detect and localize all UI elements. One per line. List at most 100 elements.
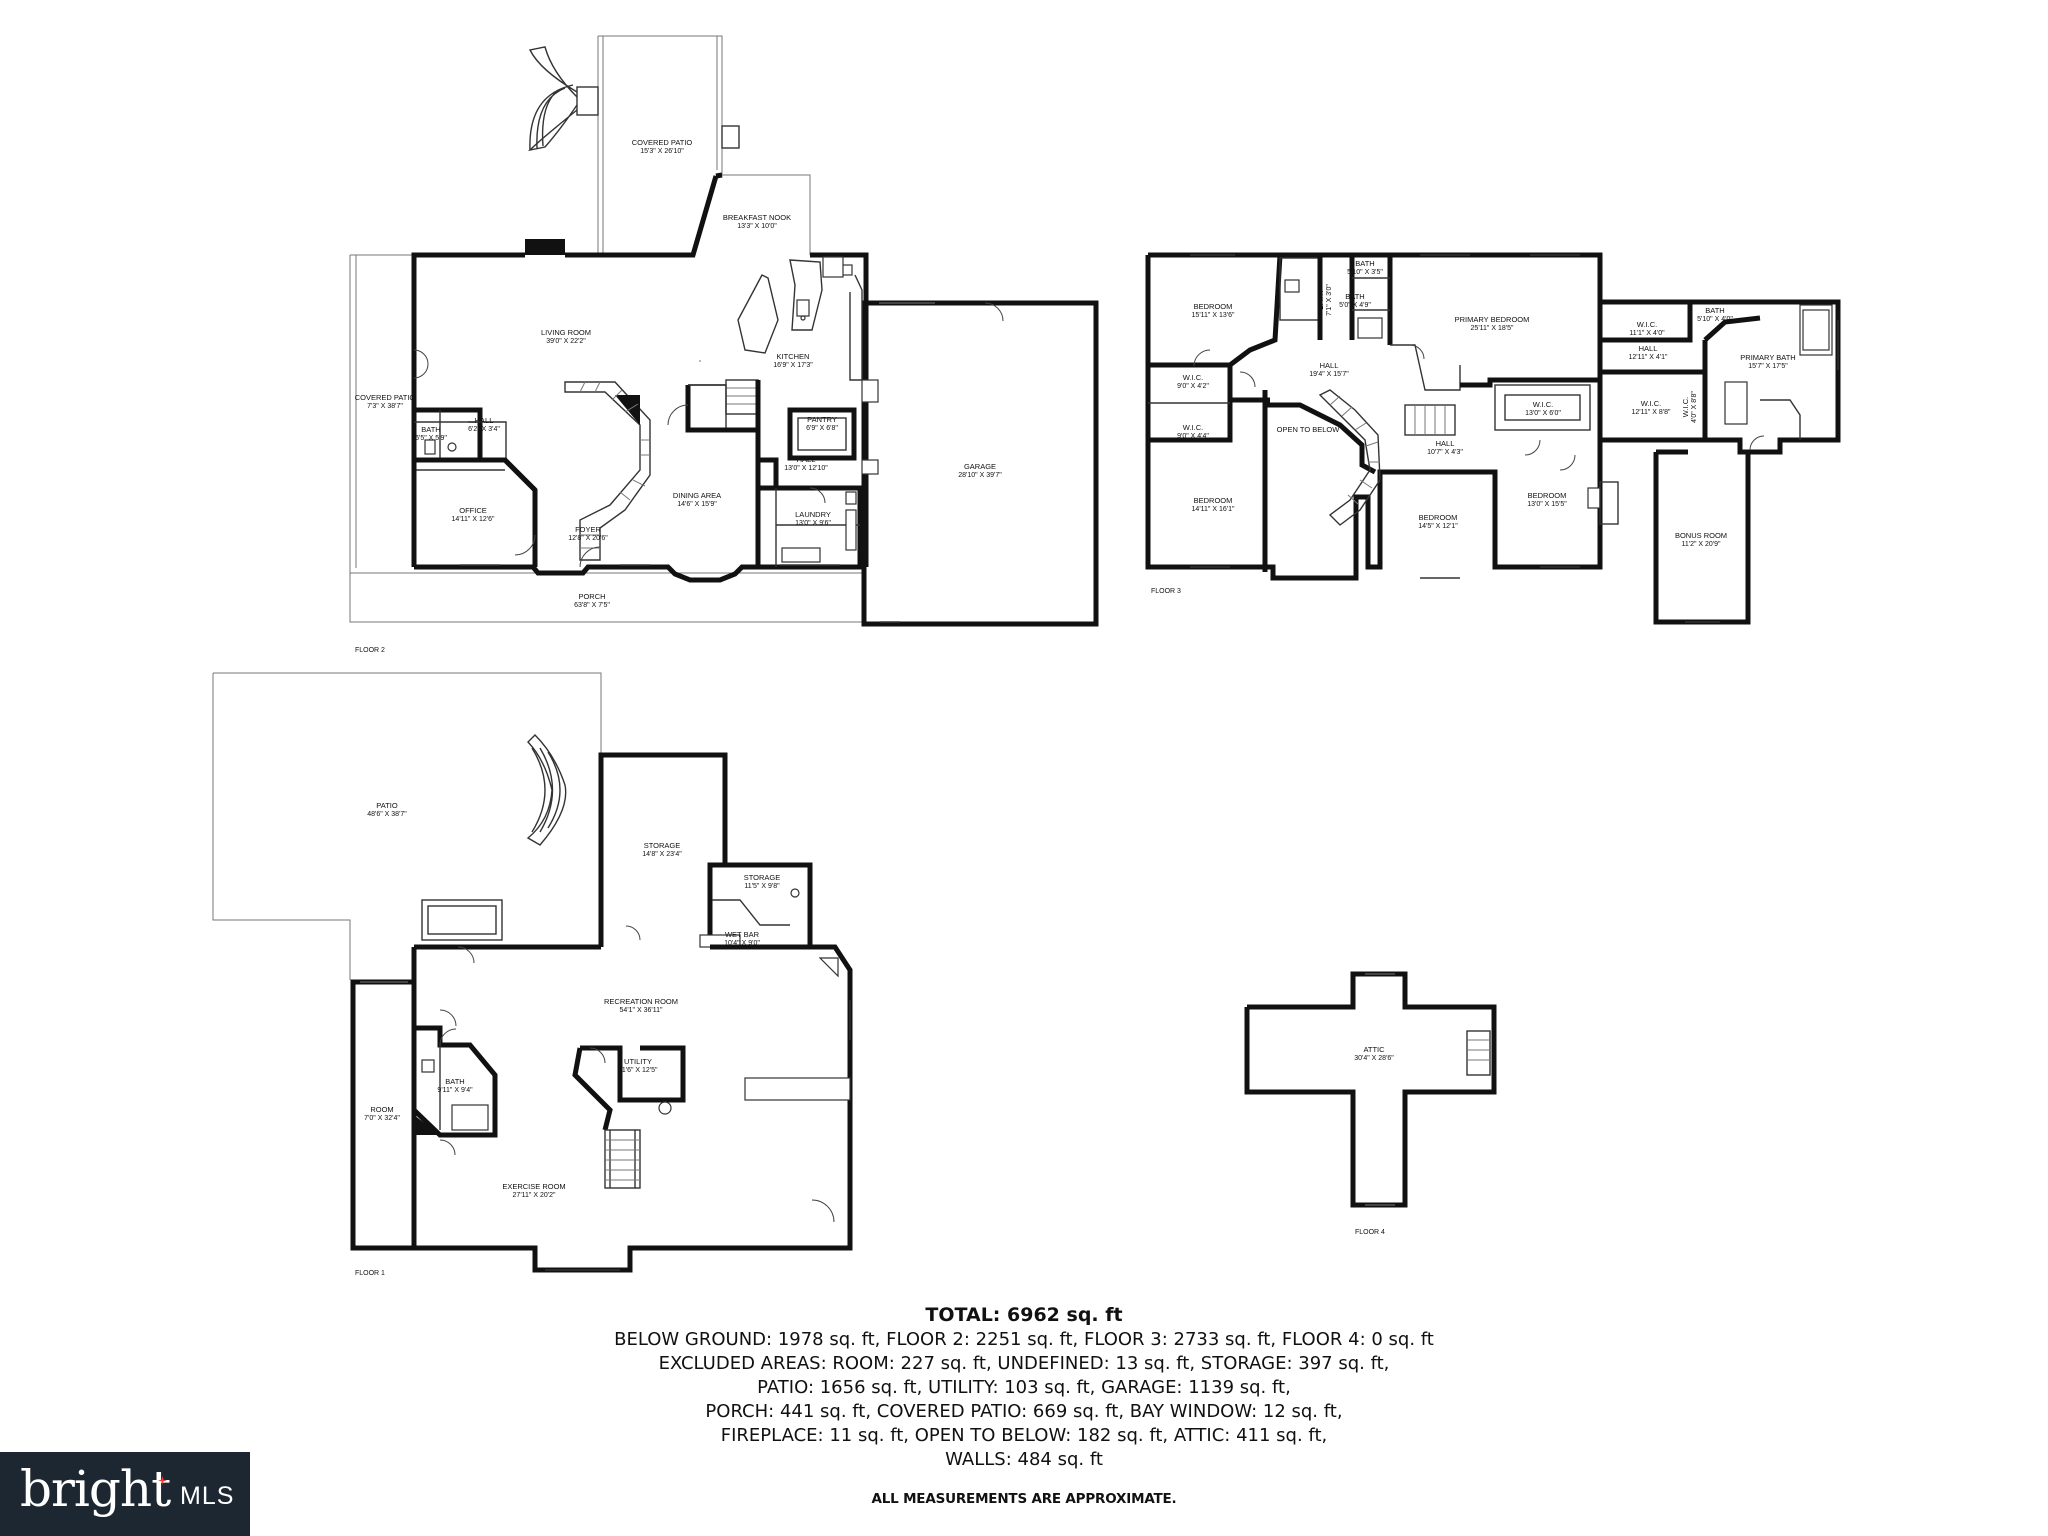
floor-3-label: FLOOR 3	[1151, 588, 1181, 595]
room-name: BATH	[1705, 306, 1724, 315]
room-name: EXERCISE ROOM	[502, 1182, 565, 1191]
room-name: PRIMARY BEDROOM	[1455, 315, 1530, 324]
room-dimensions: 11'6" X 12'5"	[618, 1067, 658, 1074]
room-label-floor3-wic-a: W.I.C.11'1" X 4'0"	[1629, 320, 1665, 337]
room-name: BEDROOM	[1194, 302, 1233, 311]
room-dimensions: 4'0" X 8'8"	[1691, 391, 1698, 423]
room-name: OPEN TO BELOW	[1277, 425, 1341, 434]
room-dimensions: 13'0" X 12'10"	[784, 465, 828, 472]
room-name: W.I.C.	[1533, 400, 1553, 409]
room-dimensions: 12'11" X 4'1"	[1628, 354, 1668, 361]
room-name: BATH	[1316, 290, 1325, 309]
room-dimensions: 63'8" X 7'5"	[574, 602, 610, 609]
room-dimensions: 13'0" X 6'0"	[1525, 410, 1561, 417]
room-dimensions: 10'7" X 4'3"	[1427, 449, 1463, 456]
room-dimensions: 15'11" X 13'6"	[1192, 312, 1235, 319]
room-dimensions: 6'5" X 5'9"	[415, 435, 447, 442]
room-name: LAUNDRY	[795, 510, 831, 519]
room-dimensions: 14'11" X 12'6"	[452, 516, 495, 523]
room-name: STORAGE	[644, 841, 681, 850]
summary-line: PATIO: 1656 sq. ft, UTILITY: 103 sq. ft,…	[757, 1377, 1291, 1398]
room-label-floor3-wic-b: W.I.C.9'0" X 4'2"	[1177, 373, 1209, 390]
room-name: COVERED PATIO	[632, 138, 693, 147]
room-name: BATH	[1355, 259, 1374, 268]
room-dimensions: 25'11" X 18'5"	[1471, 325, 1514, 332]
room-dimensions: 14'11" X 16'1"	[1192, 506, 1235, 513]
room-name: ROOM	[370, 1105, 393, 1114]
room-dimensions: 10'4" X 9'0"	[724, 940, 760, 947]
room-dimensions: 14'5" X 12'1"	[1418, 523, 1458, 530]
room-dimensions: 9'0" X 4'4"	[1177, 433, 1209, 440]
summary-line: FIREPLACE: 11 sq. ft, OPEN TO BELOW: 182…	[720, 1425, 1328, 1446]
area-summary: TOTAL: 6962 sq. ft BELOW GROUND: 1978 sq…	[0, 1302, 2048, 1507]
room-name: W.I.C.	[1183, 423, 1203, 432]
room-dimensions: 11'2" X 20'9"	[1681, 541, 1721, 548]
room-label-floor3-wic-f: W.I.C.4'0" X 8'8"	[1681, 391, 1698, 423]
floor-2-label: FLOOR 2	[355, 647, 385, 654]
room-dimensions: 6'9" X 6'8"	[806, 425, 838, 432]
room-dimensions: 28'10" X 39'7"	[958, 472, 1002, 479]
room-name: BREAKFAST NOOK	[723, 213, 791, 222]
room-name: HALL	[475, 416, 494, 425]
room-name: BEDROOM	[1419, 513, 1458, 522]
summary-line: PORCH: 441 sq. ft, COVERED PATIO: 669 sq…	[705, 1401, 1343, 1422]
room-dimensions: 5'10" X 4'0"	[1697, 316, 1733, 323]
room-name: ATTIC	[1363, 1045, 1385, 1054]
room-dimensions: 9'11" X 9'4"	[437, 1087, 473, 1094]
room-label-floor3-open-below: OPEN TO BELOW	[1277, 425, 1341, 434]
room-name: STORAGE	[744, 873, 781, 882]
room-name: BONUS ROOM	[1675, 531, 1727, 540]
room-dimensions: 7'1" X 3'0"	[1326, 284, 1333, 316]
room-name: DINING AREA	[673, 491, 721, 500]
room-name: FOYER	[575, 525, 601, 534]
room-name: HALL	[797, 455, 816, 464]
room-dimensions: 15'3" X 26'10"	[640, 148, 684, 155]
room-name: BATH	[445, 1077, 464, 1086]
room-name: PATIO	[376, 801, 398, 810]
room-dimensions: 15'7" X 17'5"	[1748, 363, 1788, 370]
room-name: BATH	[421, 425, 440, 434]
room-label-floor3-wic-d: W.I.C.13'0" X 6'0"	[1525, 400, 1561, 417]
summary-line: EXCLUDED AREAS: ROOM: 227 sq. ft, UNDEFI…	[658, 1353, 1390, 1374]
room-dimensions: 14'8" X 23'4"	[642, 851, 682, 858]
room-name: COVERED PATIO	[355, 393, 416, 402]
room-name: KITCHEN	[777, 352, 810, 361]
room-dimensions: 39'0" X 22'2"	[546, 338, 586, 345]
floor-2-plan	[349, 35, 1099, 627]
floor-4-plan	[1244, 971, 1497, 1208]
room-name: BEDROOM	[1194, 496, 1233, 505]
room-name: LIVING ROOM	[541, 328, 591, 337]
room-name: W.I.C.	[1681, 397, 1690, 417]
room-dimensions: 6'2" X 3'4"	[468, 426, 500, 433]
room-name: W.I.C.	[1637, 320, 1657, 329]
room-dimensions: 14'6" X 15'9"	[677, 501, 717, 508]
room-dimensions: 19'4" X 15'7"	[1309, 371, 1349, 378]
room-name: PORCH	[578, 592, 605, 601]
room-label-floor3-wic-e: W.I.C.12'11" X 8'8"	[1631, 399, 1671, 416]
room-dimensions: 27'11" X 20'2"	[513, 1192, 556, 1199]
room-name: OFFICE	[459, 506, 487, 515]
total-area: TOTAL: 6962 sq. ft	[925, 1304, 1123, 1326]
